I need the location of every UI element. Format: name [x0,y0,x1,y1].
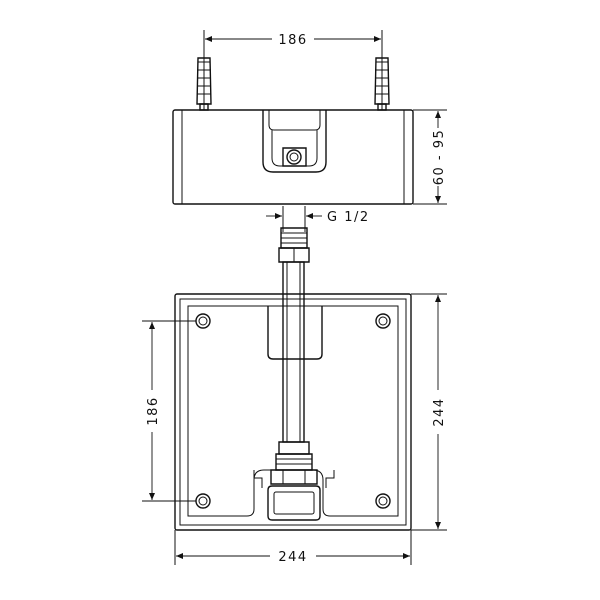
box-height-label: 60 - 95 [432,129,447,186]
mounting-plate [174,293,412,531]
mounting-box [172,109,414,205]
pipe-fitting [253,441,335,521]
screw-hole-top-left [195,313,211,329]
screw-hole-bottom-right [375,493,391,509]
screw-hole-bottom-left [195,493,211,509]
plan-view: 186 244 244 [142,227,447,565]
right-anchor-bolt [374,56,390,111]
side-view: 186 [172,30,447,205]
thread-label: G 1/2 [327,210,370,225]
top-width-dimension: 186 [203,30,383,56]
plate-height-label: 244 [432,397,447,426]
plate-height-dimension: 244 [411,293,447,531]
supply-pipe [278,227,310,443]
pipe-bracket [267,306,323,360]
top-width-label: 186 [278,33,307,48]
plate-spacing-label: 186 [146,396,161,425]
box-height-dimension: 60 - 95 [413,109,447,205]
left-anchor-bolt [196,56,212,111]
plate-width-label: 244 [278,550,307,565]
screw-hole-top-right [375,313,391,329]
plate-spacing-dimension: 186 [142,320,196,502]
plate-width-dimension: 244 [174,530,412,565]
